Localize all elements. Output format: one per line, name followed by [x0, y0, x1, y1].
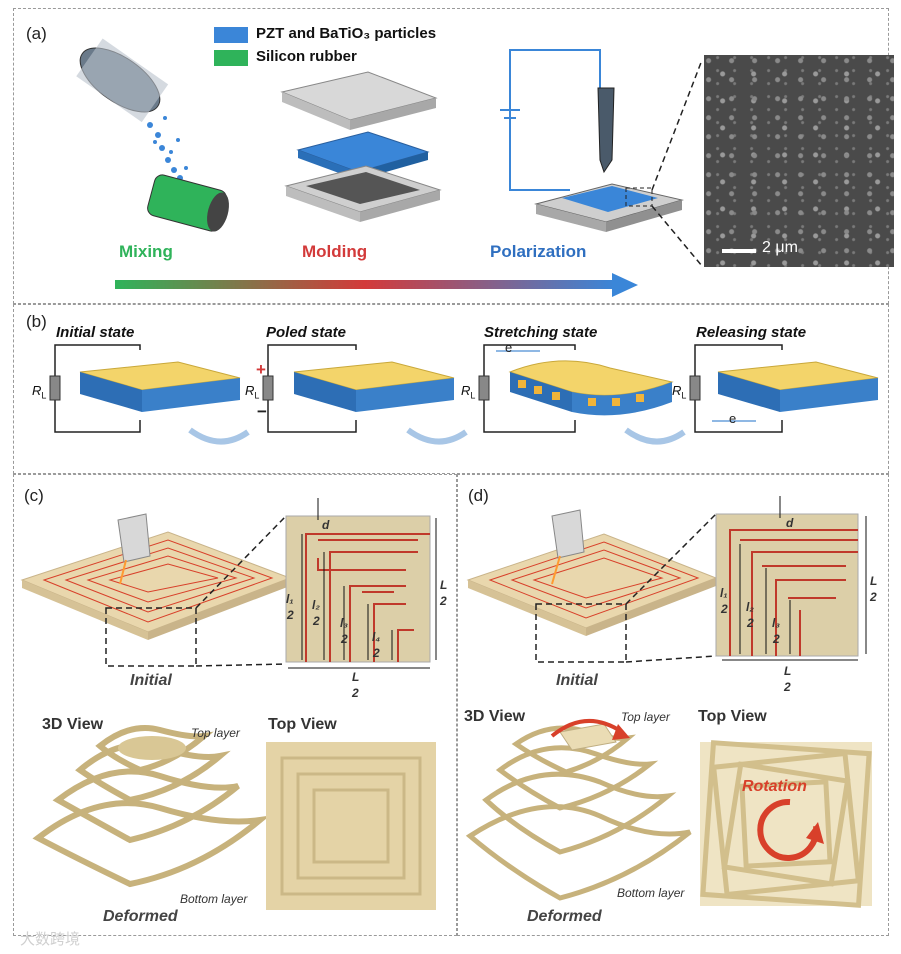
panel-c-frame — [13, 474, 457, 936]
stage-polarization: Polarization — [490, 242, 587, 261]
L-label-d-bottom: L — [784, 664, 792, 678]
initial-label-d: Initial — [556, 672, 598, 689]
l1-label-d: l₁ — [720, 586, 728, 600]
resistor-4: RL — [672, 383, 687, 401]
3d-view-label-d: 3D View — [464, 708, 526, 725]
l2-label-d: l₂ — [746, 600, 754, 614]
half-label-c-2: 2 — [313, 614, 320, 628]
state-releasing: Releasing state — [696, 324, 807, 341]
resistor-2: RL — [245, 383, 260, 401]
top-layer-label-d: Top layer — [621, 710, 670, 724]
stage-molding: Molding — [302, 242, 368, 261]
half-label-c-side: 2 — [440, 594, 447, 608]
l4-label-c: l₄ — [372, 630, 381, 644]
watermark: 大数跨境 — [20, 931, 81, 948]
device-stretching — [508, 360, 674, 416]
slit-lines-d — [729, 529, 858, 656]
half-label-d-1: 2 — [721, 602, 728, 616]
top-view-label-c: Top View — [268, 716, 337, 733]
d-label-c: d — [322, 518, 330, 532]
l3-label-d: l₃ — [772, 616, 780, 630]
panel-label-d: (d) — [468, 486, 489, 505]
scale-bar-label: 2 μm — [762, 239, 798, 256]
polarization-setup-icon — [500, 49, 601, 191]
resistor-1: RL — [32, 383, 47, 401]
half-label-d-bottom: 2 — [784, 680, 791, 694]
top-layer-label-c: Top layer — [191, 726, 240, 740]
device-initial — [79, 361, 241, 412]
sem-micrograph: 2 μm — [704, 55, 894, 267]
stage-mixing: Mixing — [119, 242, 173, 261]
rotation-label-d: Rotation — [742, 778, 807, 795]
half-label-c-4: 2 — [373, 646, 380, 660]
poled-minus-sign: − — [257, 402, 267, 421]
top-view-d — [700, 740, 872, 908]
3d-view-label-c: 3D View — [42, 716, 104, 733]
bottom-layer-label-d: Bottom layer — [617, 886, 685, 900]
state-poled: Poled state — [266, 324, 347, 341]
legend-swatch-rubber — [214, 50, 248, 66]
half-label-d-2: 2 — [747, 616, 754, 630]
L-label-c-side: L — [440, 578, 448, 592]
scale-bar — [722, 249, 756, 253]
state-stretching: Stretching state — [484, 324, 598, 341]
half-label-d-3: 2 — [773, 632, 780, 646]
mixing-drum-icon — [76, 38, 229, 232]
legend-particles: PZT and BaTiO₃ particles — [256, 25, 437, 42]
deformed-label-d: Deformed — [527, 908, 602, 925]
panel-d-frame — [457, 474, 889, 936]
L-label-c-bottom: L — [352, 670, 360, 684]
L-label-d-side: L — [870, 574, 878, 588]
panel-label-a: (a) — [26, 24, 47, 43]
poled-plus-sign: + — [256, 360, 266, 379]
bottom-layer-label-c: Bottom layer — [180, 892, 248, 906]
half-label-c-bottom: 2 — [352, 686, 359, 700]
half-label-d-side: 2 — [870, 590, 877, 604]
state-initial: Initial state — [56, 324, 135, 341]
electron-releasing: e — [729, 411, 737, 426]
top-view-c — [266, 742, 436, 910]
device-releasing — [717, 361, 879, 412]
panel-label-c: (c) — [24, 486, 44, 505]
half-label-c-3: 2 — [341, 632, 348, 646]
slit-lines-c — [305, 533, 430, 662]
process-arrow — [115, 280, 615, 289]
d-label-d: d — [786, 516, 794, 530]
legend-swatch-particles — [214, 27, 248, 43]
electron-stretching: e — [505, 340, 513, 355]
legend-rubber: Silicon rubber — [256, 48, 357, 65]
deformed-3d-d — [465, 725, 692, 901]
molding-layers-icon — [280, 71, 442, 222]
top-view-label-d: Top View — [698, 708, 767, 725]
initial-label-c: Initial — [130, 672, 172, 689]
deformed-label-c: Deformed — [103, 908, 178, 925]
panel-label-b: (b) — [26, 312, 47, 331]
half-label-c-1: 2 — [287, 608, 294, 622]
resistor-3: RL — [461, 383, 476, 401]
l3-label-c: l₃ — [340, 616, 348, 630]
device-poled — [293, 361, 455, 412]
panel-b-frame — [13, 304, 889, 474]
l2-label-c: l₂ — [312, 598, 320, 612]
l1-label-c: l₁ — [286, 592, 294, 606]
